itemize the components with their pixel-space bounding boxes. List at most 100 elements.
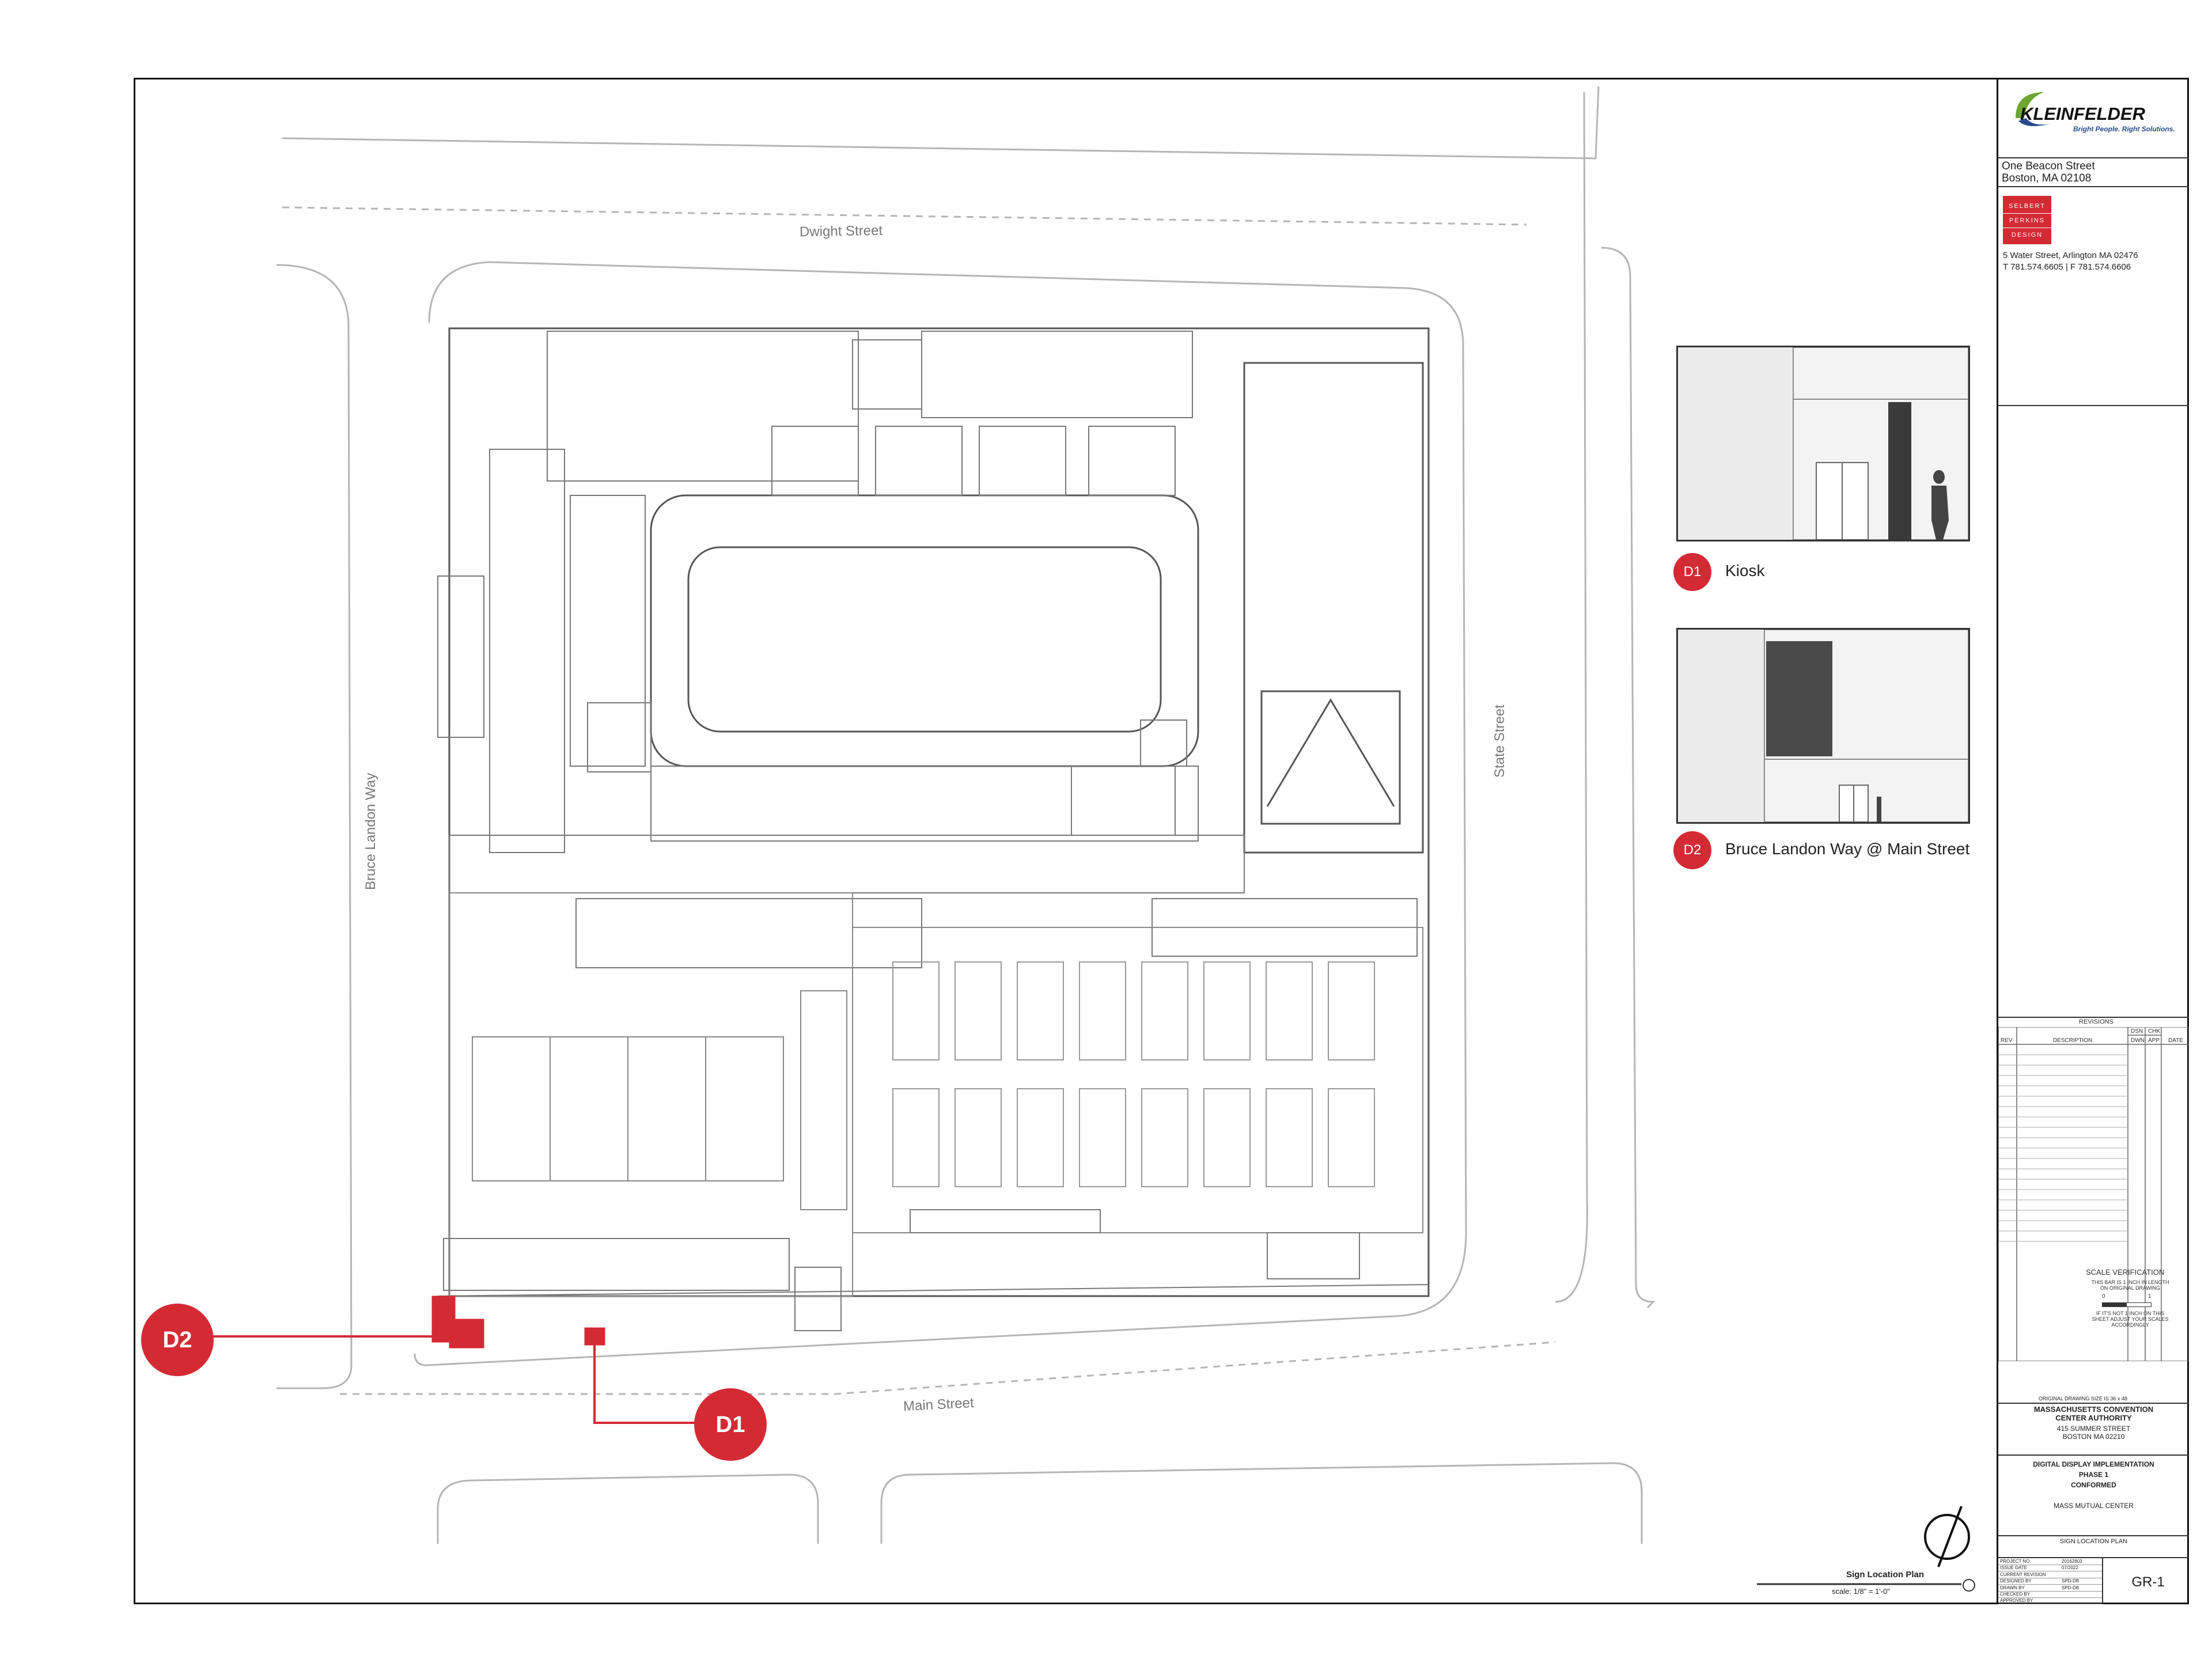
scale-zero: 0: [2102, 1293, 2105, 1300]
exhibit-booth: [892, 1088, 940, 1187]
rev-header-date: DATE: [2168, 1037, 2183, 1044]
kleinfelder-swoosh-icon: [2016, 92, 2050, 126]
scale-bar: [2102, 1302, 2152, 1307]
divider: [1998, 1455, 2189, 1456]
blank-notes-area: [1998, 406, 2189, 1057]
exhibit-booth: [1141, 961, 1188, 1060]
project-info-value: SPD-DB: [2062, 1585, 2080, 1590]
spd-logo-line-1: SELBERT: [2003, 199, 2051, 214]
north-arrow-icon: [1924, 1506, 1970, 1567]
exhibit-booth: [1079, 961, 1126, 1060]
client-line-3: 415 SUMMER STREET: [2056, 1425, 2131, 1433]
scale-note-2: IF IT'S NOT 1 INCH ON THIS SHEET ADJUST …: [2092, 1310, 2169, 1328]
sheet-title: SIGN LOCATION PLAN: [2059, 1538, 2128, 1545]
divider: [1998, 1535, 2189, 1536]
title-block: KLEINFELDER Bright People. Right Solutio…: [1997, 78, 2189, 1605]
project-info-row: ISSUE DATE 07/2022: [1998, 1565, 2102, 1572]
exhibit-booth: [1266, 961, 1313, 1060]
spd-phone: T 781.574.6605 | F 781.574.6606: [2003, 262, 2131, 272]
street-label-bruce: Bruce Landon Way: [363, 772, 378, 890]
client-section: MASSACHUSETTS CONVENTION CENTER AUTHORIT…: [1998, 1405, 2189, 1441]
detail-elevation-kiosk: [1676, 346, 1970, 541]
rev-header-dwn: DWN: [2131, 1037, 2145, 1044]
project-info-key: DRAWN BY: [2000, 1585, 2025, 1590]
rev-header-description: DESCRIPTION: [2053, 1037, 2093, 1044]
project-info-row: PROJECT NO. 20162803: [1998, 1558, 2102, 1565]
kleinfelder-address: One Beacon Street Boston, MA 02108: [1998, 158, 2189, 187]
client-line-4: BOSTON MA 02210: [2062, 1433, 2125, 1441]
plan-scale: scale: 1/8" = 1'-0": [1832, 1587, 1890, 1596]
original-size-note: ORIGINAL DRAWING SIZE IS 36 x 48: [2039, 1396, 2127, 1402]
project-info-row: DRAWN BY SPD-DB: [1998, 1585, 2102, 1592]
sheet-number: GR-1: [2131, 1574, 2165, 1590]
project-info-row: DESIGNED BY SPD-DB: [1998, 1578, 2102, 1585]
address-line-1: One Beacon Street: [2002, 160, 2095, 172]
scale-note-1: THIS BAR IS 1 INCH IN LENGTH ON ORIGINAL…: [2091, 1279, 2169, 1291]
detail-label-kiosk: Kiosk: [1725, 562, 1765, 579]
exhibit-booth: [1328, 961, 1375, 1060]
spd-logo-line-3: DESIGN: [2011, 232, 2043, 238]
project-info-value: 20162803: [2062, 1559, 2082, 1564]
exhibit-booth: [892, 961, 940, 1060]
divider: [1998, 1557, 2189, 1558]
spd-logo-line-2: PERKINS: [2003, 214, 2051, 228]
divider: [1998, 1403, 2189, 1404]
kiosk-elevation-drawing: [1678, 347, 1969, 540]
exhibit-booth: [1203, 1088, 1251, 1187]
marker-badge-d2[interactable]: D2: [141, 1304, 214, 1376]
client-line-1: MASSACHUSETTS CONVENTION: [2033, 1405, 2154, 1414]
project-line-3: CONFORMED: [2071, 1481, 2116, 1489]
client-line-2: CENTER AUTHORITY: [2055, 1414, 2132, 1422]
project-info-key: PROJECT NO.: [2000, 1559, 2031, 1564]
street-label-dwight: Dwight Street: [799, 222, 883, 240]
project-info-value: SPD-DB: [2062, 1578, 2080, 1584]
exhibit-booth: [1141, 1088, 1188, 1187]
revisions-title: REVISIONS: [2079, 1018, 2113, 1025]
detail-badge-d2: D2: [1673, 831, 1711, 869]
spd-section: SELBERT PERKINS DESIGN 5 Water Street, A…: [1998, 187, 2189, 406]
project-info-key: DESIGNED BY: [2000, 1578, 2032, 1584]
project-info-row: CHECKED BY: [1998, 1591, 2102, 1598]
address-line-2: Boston, MA 02108: [2002, 172, 2092, 184]
scale-verification-title: SCALE VERIFICATION: [2086, 1268, 2165, 1277]
rev-header-dsn: DSN: [2131, 1028, 2143, 1035]
project-info-value: 07/2022: [2062, 1565, 2078, 1571]
project-section: DIGITAL DISPLAY IMPLEMENTATION PHASE 1 C…: [1998, 1460, 2189, 1510]
rev-header-chk: CHK: [2148, 1028, 2161, 1035]
rev-header-rev: REV: [2001, 1037, 2013, 1044]
exhibit-booth: [955, 1088, 1002, 1187]
project-info-key: CHECKED BY: [2000, 1592, 2031, 1597]
bruce-landon-elevation-drawing: [1678, 629, 1969, 823]
venue-name: MASS MUTUAL CENTER: [2054, 1502, 2134, 1510]
street-label-state: State Street: [1492, 704, 1508, 778]
spd-address: 5 Water Street, Arlington MA 02476: [2003, 251, 2138, 260]
project-info-row: APPROVED BY: [1998, 1597, 2102, 1605]
exhibit-booth: [1017, 961, 1064, 1060]
plan-title: Sign Location Plan: [1846, 1570, 1925, 1580]
detail-label-bruce-landon: Bruce Landon Way @ Main Street: [1725, 840, 1970, 858]
exhibit-booth: [1266, 1088, 1313, 1187]
project-line-1: DIGITAL DISPLAY IMPLEMENTATION: [2033, 1460, 2154, 1468]
exhibit-booth: [955, 961, 1002, 1060]
exhibit-booth: [1017, 1088, 1064, 1187]
kleinfelder-tagline: Bright People. Right Solutions.: [2073, 125, 2175, 133]
rev-header-app: APP: [2148, 1037, 2160, 1044]
project-info-key: APPROVED BY: [2000, 1598, 2033, 1604]
project-info-key: ISSUE DATE: [2000, 1565, 2027, 1571]
detail-elevation-bruce-landon: [1676, 628, 1970, 824]
detail-badge-d1: D1: [1673, 553, 1711, 591]
scale-verification: SCALE VERIFICATION THIS BAR IS 1 INCH IN…: [2085, 1267, 2189, 1330]
scale-one: 1: [2148, 1293, 2152, 1300]
kleinfelder-logo-text: KLEINFELDER: [2020, 104, 2145, 124]
project-line-2: PHASE 1: [2078, 1471, 2109, 1479]
divider: [2102, 1558, 2103, 1604]
kleinfelder-logo-section: KLEINFELDER Bright People. Right Solutio…: [1998, 78, 2189, 158]
exhibit-booth: [1203, 961, 1251, 1060]
exhibit-booth: [1079, 1088, 1126, 1187]
exhibit-booth: [1328, 1088, 1375, 1187]
spd-logo: SELBERT PERKINS DESIGN: [2003, 196, 2051, 244]
marker-badge-d1[interactable]: D1: [694, 1388, 767, 1461]
project-info-key: CURRENT REVISION: [2000, 1571, 2046, 1577]
